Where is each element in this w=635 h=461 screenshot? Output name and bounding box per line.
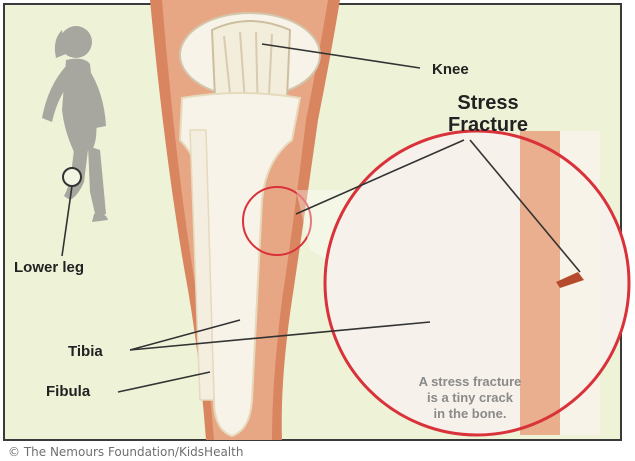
stress-fracture-label-line1: Stress	[457, 92, 518, 114]
note-line-2: is a tiny crack	[427, 390, 514, 405]
credit-text: © The Nemours Foundation/KidsHealth	[8, 445, 243, 459]
stress-fracture-label-line2: Fracture	[448, 114, 528, 136]
fibula-label: Fibula	[46, 383, 91, 400]
tibia-label: Tibia	[68, 343, 103, 360]
lower-leg-label: Lower leg	[14, 259, 84, 276]
note-line-3: in the bone.	[434, 406, 507, 421]
knee-label: Knee	[432, 61, 469, 78]
lower-leg-marker	[63, 168, 81, 186]
note-line-1: A stress fracture	[419, 374, 522, 389]
